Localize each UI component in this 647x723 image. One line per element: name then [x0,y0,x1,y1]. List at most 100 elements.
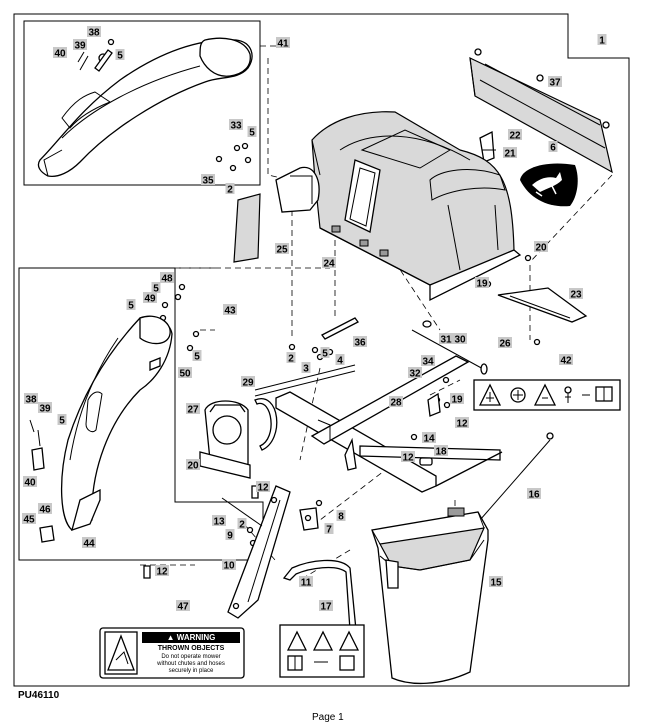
callout-5: 5 [153,284,159,295]
callout-12: 12 [402,453,414,464]
callout-bg-17 [319,600,333,611]
callout-40: 40 [54,49,66,60]
callout-29: 29 [242,378,254,389]
inset-box-41 [23,20,261,186]
callout-bg-5 [115,49,125,60]
callout-bg-23 [569,288,583,299]
callout-bg-14 [422,432,436,443]
callout-8: 8 [338,512,344,523]
callout-39: 39 [74,41,86,52]
callout-bg-7 [324,523,334,534]
latch-part [299,507,319,531]
callout-bg-36 [353,336,367,347]
callout-bg-19 [450,393,464,404]
callout-50: 50 [179,369,191,380]
callout-20: 20 [535,243,547,254]
callout-32: 32 [409,369,421,380]
callout-bg-20 [186,459,200,470]
callout-41: 41 [277,39,289,50]
callout-19: 19 [451,395,463,406]
pivot-bracket-part [275,166,320,213]
callout-12: 12 [257,483,269,494]
support-rods [254,364,356,397]
callout-18: 18 [435,447,447,458]
safety-decal-42 [473,379,621,411]
callout-bg-1 [597,34,607,45]
callout-bg-33 [229,119,243,130]
warning-title: THROWN OBJECTS [157,645,225,652]
callout-labels: 1222345555555678910111212121213141516171… [22,26,607,613]
callout-22: 22 [509,131,521,142]
callout-4: 4 [337,356,343,367]
callout-bg-44 [82,537,96,548]
warning-header-text: WARNING [176,633,216,642]
warning-header: ▲ WARNING [142,632,240,643]
callout-17: 17 [320,602,332,613]
callout-34: 34 [422,357,434,368]
callout-43: 43 [224,306,236,317]
callout-bg-49 [143,292,157,303]
callout-bg-40 [53,47,67,58]
side-chute-part [29,315,173,543]
callout-bg-11 [299,576,313,587]
callout-2: 2 [239,520,245,531]
callout-bg-21 [503,147,517,158]
callout-48: 48 [161,274,173,285]
callout-12: 12 [456,419,468,430]
clamp-part [254,398,278,451]
callout-39: 39 [39,404,51,415]
callout-45: 45 [23,515,35,526]
rod-part [221,497,263,527]
callout-2: 2 [227,185,233,196]
callout-bg-5 [57,414,67,425]
callout-bg-47 [176,600,190,611]
warning-line-2: without chutes and hoses [157,661,225,667]
callout-bg-30 [453,333,467,344]
callout-bg-4 [335,354,345,365]
callout-bg-45 [22,513,36,524]
callout-bg-25 [275,243,289,254]
callout-47: 47 [177,602,189,613]
rail-part [321,317,359,340]
warning-line-3: securely in place [168,668,214,674]
callout-30: 30 [454,335,466,346]
callout-bg-5 [192,350,202,361]
chute-mount-part [199,400,251,479]
callout-bg-2 [286,352,296,363]
deere-logo-decal [520,163,578,207]
callout-bg-6 [548,141,558,152]
callout-15: 15 [490,578,502,589]
rear-cover-part [469,48,613,174]
callout-bg-22 [508,129,522,140]
callout-bg-38 [87,26,101,37]
callout-44: 44 [83,539,95,550]
callout-bg-19 [475,277,489,288]
callout-14: 14 [423,434,435,445]
callout-11: 11 [301,578,312,589]
bracket-part [479,130,496,163]
handle-part [282,559,357,631]
callout-bg-26 [498,337,512,348]
callout-13: 13 [213,517,225,528]
deflector-part [497,287,588,323]
callout-bg-38 [24,393,38,404]
callout-bg-24 [322,257,336,268]
callout-bg-2 [237,518,247,529]
callout-2: 2 [288,354,294,365]
callout-bg-12 [256,481,270,492]
callout-5: 5 [128,301,134,312]
callout-bg-39 [73,39,87,50]
rear-chute-part [37,37,253,178]
callout-bg-18 [434,445,448,456]
callout-bg-3 [301,362,311,373]
callout-33: 33 [230,121,242,132]
callout-25: 25 [276,245,288,256]
callout-31: 31 [440,335,452,346]
warning-line-1: Do not operate mower [161,654,221,660]
callout-bg-43 [223,304,237,315]
callout-bg-35 [201,174,215,185]
callout-bg-2 [225,183,235,194]
safety-decal-17 [279,624,365,678]
callout-16: 16 [528,490,540,501]
latch-rod-part [411,320,488,375]
